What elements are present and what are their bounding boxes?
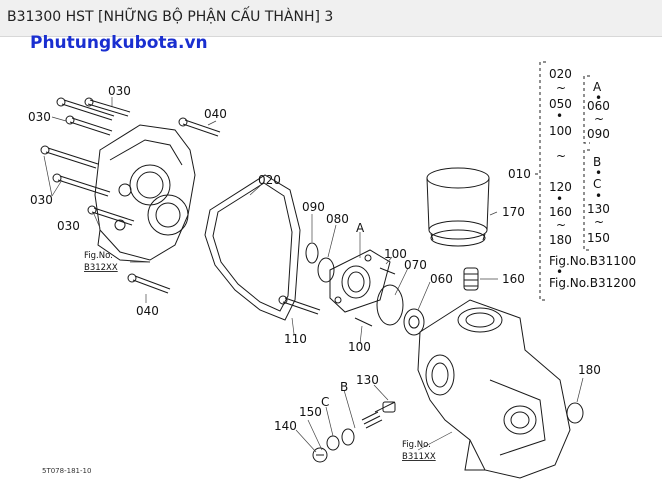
legend-bracket bbox=[532, 61, 590, 301]
label-100-upper: 100 bbox=[384, 247, 407, 261]
header-bar: B31300 HST [NHỮNG BỘ PHẬN CẤU THÀNH] 3 bbox=[0, 0, 662, 37]
fitting-160 bbox=[463, 267, 479, 291]
pin-100-upper bbox=[379, 267, 396, 275]
label-020: 020 bbox=[258, 173, 281, 187]
legend-fig-b31200: Fig.No.B31200 bbox=[549, 276, 636, 290]
legend-tilde-4: ~ bbox=[556, 218, 566, 232]
label-090: 090 bbox=[302, 200, 325, 214]
main-housing bbox=[417, 299, 571, 479]
left-housing bbox=[94, 124, 196, 263]
legend-020: 020 bbox=[549, 67, 572, 81]
label-060: 060 bbox=[430, 272, 453, 286]
legend-dot-5: • bbox=[595, 189, 602, 203]
fig-ref-left-code: B312XX bbox=[84, 263, 118, 273]
legend: 020 ~ 050 • 100 A • 060 ~ 090 ~ 120 • 16… bbox=[549, 67, 636, 290]
legend-b: B bbox=[593, 155, 601, 169]
label-070: 070 bbox=[404, 258, 427, 272]
o-ring-070 bbox=[376, 284, 404, 326]
label-150: 150 bbox=[299, 405, 322, 419]
legend-dot-3: • bbox=[556, 192, 563, 206]
label-110: 110 bbox=[284, 332, 307, 346]
label-030-top: 030 bbox=[108, 84, 131, 98]
label-130: 130 bbox=[356, 373, 379, 387]
o-ring-080 bbox=[317, 257, 335, 283]
legend-tilde-2: ~ bbox=[594, 112, 604, 126]
relief-valve-group bbox=[312, 401, 396, 463]
label-030-left: 030 bbox=[28, 110, 51, 124]
legend-tilde-3: ~ bbox=[556, 149, 566, 163]
seal-090 bbox=[305, 242, 319, 264]
label-040-bottom: 040 bbox=[136, 304, 159, 318]
diagram-code: 5T078-181-10 bbox=[42, 467, 91, 475]
label-b: B bbox=[340, 380, 348, 394]
label-030-mid: 030 bbox=[30, 193, 53, 207]
label-160: 160 bbox=[502, 272, 525, 286]
label-010: 010 bbox=[508, 167, 531, 181]
fig-ref-bottom-caption: Fig.No. bbox=[402, 440, 431, 450]
legend-150: 150 bbox=[587, 231, 610, 245]
label-040-top: 040 bbox=[204, 107, 227, 121]
legend-tilde-5: ~ bbox=[594, 215, 604, 229]
label-c: C bbox=[321, 395, 329, 409]
legend-fig-b31100: Fig.No.B31100 bbox=[549, 254, 636, 268]
fig-ref-left: Fig.No. B312XX bbox=[84, 251, 118, 273]
legend-dot-4: • bbox=[595, 166, 602, 180]
legend-060: 060 bbox=[587, 99, 610, 113]
gasket-020 bbox=[204, 174, 301, 321]
legend-c: C bbox=[593, 177, 601, 191]
page-title: B31300 HST [NHỮNG BỘ PHẬN CẤU THÀNH] 3 bbox=[7, 9, 334, 25]
label-100-lower: 100 bbox=[348, 340, 371, 354]
label-080: 080 bbox=[326, 212, 349, 226]
legend-050: 050 bbox=[549, 97, 572, 111]
legend-160: 160 bbox=[549, 205, 572, 219]
fig-ref-bottom-code: B311XX bbox=[402, 452, 436, 462]
fig-ref-bottom: Fig.No. B311XX bbox=[402, 440, 436, 462]
flange-a bbox=[329, 249, 391, 313]
legend-130: 130 bbox=[587, 202, 610, 216]
legend-dot-2: • bbox=[595, 91, 602, 105]
pin-100-lower bbox=[354, 317, 373, 327]
label-a: A bbox=[356, 221, 365, 235]
bolt-group bbox=[40, 97, 321, 315]
watermark: Phutungkubota.vn bbox=[30, 33, 208, 53]
label-180: 180 bbox=[578, 363, 601, 377]
part-labels: 030 030 030 030 040 040 020 090 080 A 10… bbox=[28, 84, 601, 433]
label-030-bottom: 030 bbox=[57, 219, 80, 233]
leader-lines bbox=[43, 97, 584, 453]
legend-100: 100 bbox=[549, 124, 572, 138]
oil-filter-170 bbox=[426, 167, 490, 247]
legend-180: 180 bbox=[549, 233, 572, 247]
legend-a: A bbox=[593, 80, 602, 94]
legend-tilde-1: ~ bbox=[556, 81, 566, 95]
fig-ref-left-caption: Fig.No. bbox=[84, 251, 113, 261]
legend-120: 120 bbox=[549, 180, 572, 194]
legend-dot-1: • bbox=[556, 109, 563, 123]
legend-dot-6: • bbox=[556, 265, 563, 279]
legend-090: 090 bbox=[587, 127, 610, 141]
ring-180 bbox=[566, 402, 584, 424]
bearing-060 bbox=[403, 308, 425, 336]
label-170: 170 bbox=[502, 205, 525, 219]
label-140: 140 bbox=[274, 419, 297, 433]
